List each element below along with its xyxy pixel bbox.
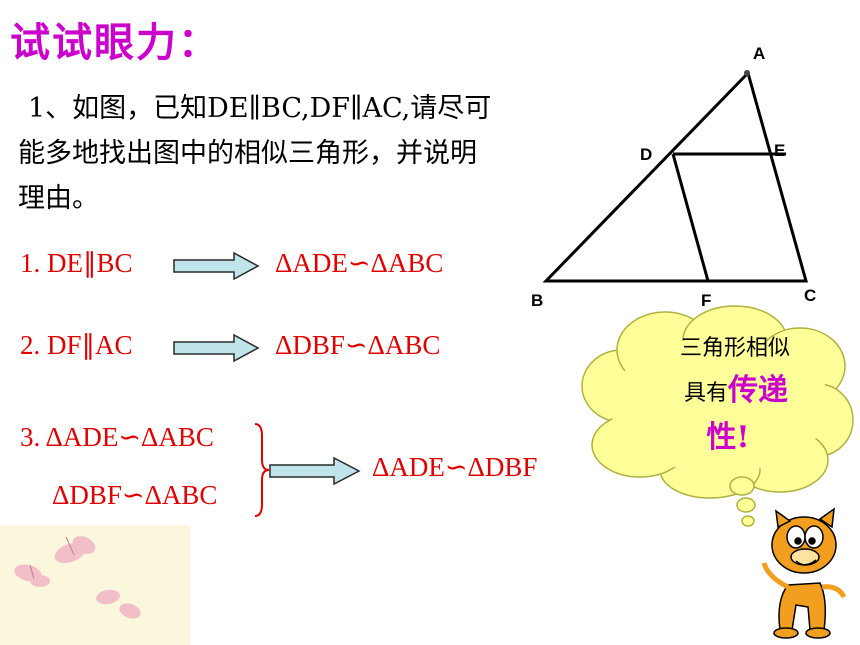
butterfly-decoration-icon	[0, 525, 190, 645]
triangle-abc	[542, 70, 808, 283]
label-b: B	[531, 291, 544, 310]
step-2-result: ΔDBF∽ΔABC	[275, 330, 441, 360]
question-line-2: 能多地找出图中的相似三角形，并说明	[18, 138, 477, 169]
step-1-premise: 1. DE∥BC	[20, 248, 133, 278]
point-a	[744, 70, 750, 76]
arrow-right-icon	[173, 333, 260, 363]
label-a: A	[753, 44, 766, 63]
cloud-line-2-accent: 传递	[728, 373, 788, 408]
step-3-line-a: 3. ΔADE∽ΔABC	[20, 422, 214, 452]
thought-cloud	[581, 305, 854, 527]
cloud-line-2: 具有传递	[656, 365, 816, 409]
question-line-1: 1、如图，已知DE∥BC,DF∥AC,请尽可	[28, 93, 492, 124]
triangle-lines	[542, 70, 808, 283]
question-line-3: 理由。	[18, 183, 99, 214]
step-2-premise: 2. DF∥AC	[20, 330, 133, 360]
label-f: F	[701, 291, 712, 310]
page-title: 试试眼力：	[10, 20, 220, 66]
arrow-right-icon	[269, 456, 361, 486]
step-1-result: ΔADE∽ΔABC	[275, 248, 444, 278]
step-3-result: ΔADE∽ΔDBF	[372, 452, 538, 482]
right-brace-icon	[254, 423, 270, 517]
cartoon-cat-icon	[761, 507, 847, 639]
step-3-line-b: ΔDBF∽ΔABC	[52, 480, 218, 510]
question-text: 1、如图，已知DE∥BC,DF∥AC,请尽可 能多地找出图中的相似三角形，并说明…	[18, 86, 598, 221]
cloud-line-3: 性!	[706, 420, 750, 455]
label-e: E	[774, 141, 786, 160]
label-d: D	[640, 145, 653, 164]
label-c: C	[804, 286, 817, 305]
cloud-line-2-prefix: 具有	[683, 381, 728, 406]
triangle-figure	[542, 70, 808, 283]
segment-df	[671, 153, 710, 282]
arrow-right-icon	[173, 251, 260, 281]
cloud-line-1: 三角形相似	[679, 336, 790, 361]
